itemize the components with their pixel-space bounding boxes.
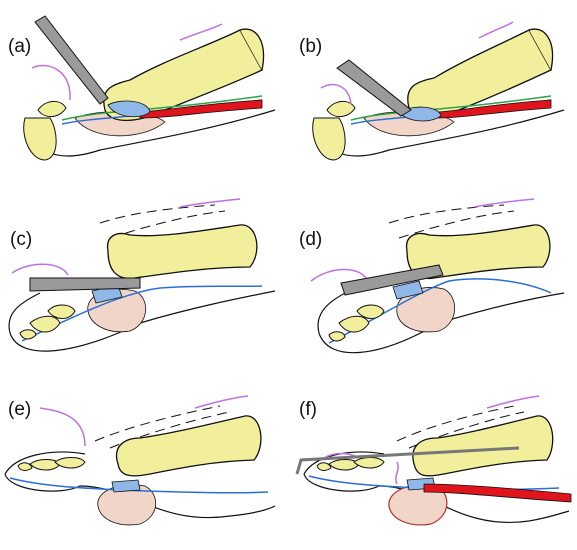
panel-e-label: (e) xyxy=(8,399,32,420)
panel-b-drawing xyxy=(312,21,565,161)
panel-d: (d) xyxy=(289,183,577,366)
panel-b-label: (b) xyxy=(299,36,323,57)
panel-a: (a) xyxy=(0,0,288,183)
panel-a-label: (a) xyxy=(8,36,32,57)
panel-a-drawing xyxy=(23,15,276,161)
panel-c: (c) xyxy=(0,183,288,366)
panel-c-label: (c) xyxy=(10,229,33,250)
panel-e-drawing xyxy=(4,395,276,526)
panel-f-label: (f) xyxy=(299,399,317,420)
panel-f: (f) xyxy=(289,366,577,549)
panel-f-drawing xyxy=(295,395,572,526)
panel-c-drawing xyxy=(8,198,276,352)
panel-e: (e) xyxy=(0,366,288,549)
panel-b: (b) xyxy=(289,0,577,183)
panel-d-label: (d) xyxy=(299,229,323,250)
panel-d-drawing xyxy=(310,198,565,354)
